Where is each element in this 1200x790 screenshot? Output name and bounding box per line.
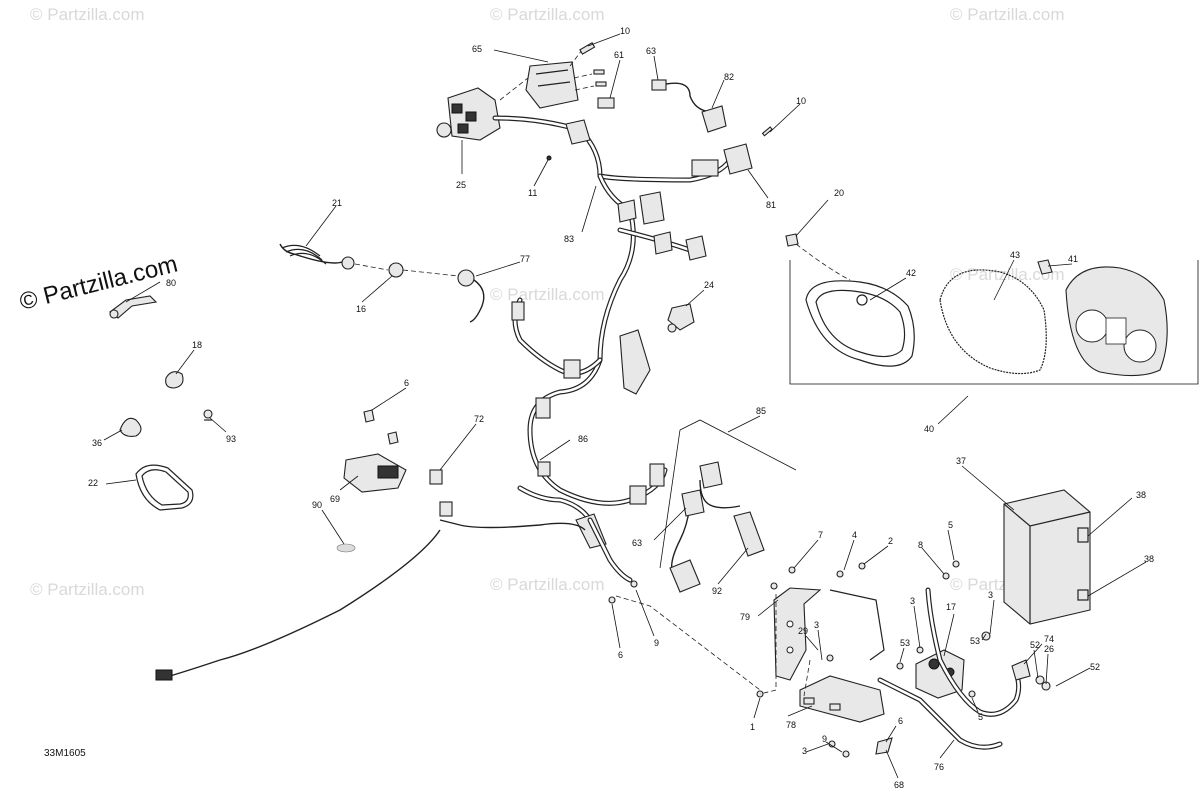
callout-42: 42 — [906, 268, 916, 278]
callout-82: 82 — [724, 72, 734, 82]
watermark: © Partzilla.com — [490, 575, 605, 594]
hardware — [608, 560, 1045, 758]
callout-53: 53 — [900, 638, 910, 648]
callout-26: 26 — [1044, 644, 1054, 654]
callout-3: 3 — [802, 746, 807, 756]
cable-76 — [877, 587, 1051, 750]
callout-6: 6 — [618, 650, 623, 660]
callout-43: 43 — [1010, 250, 1020, 260]
callout-3: 3 — [910, 596, 915, 606]
callout-63: 63 — [632, 538, 642, 548]
callout-7: 7 — [818, 530, 823, 540]
grommet-36 — [119, 417, 142, 437]
callout-77: 77 — [520, 254, 530, 264]
callout-22: 22 — [88, 478, 98, 488]
callout-63: 63 — [646, 46, 656, 56]
callout-37: 37 — [956, 456, 966, 466]
callout-6: 6 — [404, 378, 409, 388]
callout-90: 90 — [312, 500, 322, 510]
clip-93 — [203, 409, 213, 421]
callout-65: 65 — [472, 44, 482, 54]
callout-29: 29 — [798, 626, 808, 636]
sub-harness-85 — [659, 419, 797, 593]
callout-52: 52 — [1090, 662, 1100, 672]
bracket-78 — [799, 589, 885, 723]
callout-9: 9 — [822, 734, 827, 744]
callout-92: 92 — [712, 586, 722, 596]
callout-21: 21 — [332, 198, 342, 208]
connector-82 — [665, 82, 727, 133]
callout-68: 68 — [894, 780, 904, 790]
main-harness — [511, 191, 707, 583]
switch-housing — [436, 42, 607, 141]
callout-76: 76 — [934, 762, 944, 772]
relay-63 — [651, 79, 667, 91]
callout-38: 38 — [1136, 490, 1146, 500]
tether-cord — [279, 243, 485, 323]
callout-20: 20 — [834, 188, 844, 198]
callout-41: 41 — [1068, 254, 1078, 264]
callout-6: 6 — [898, 716, 903, 726]
callout-10: 10 — [620, 26, 630, 36]
callout-40: 40 — [924, 424, 934, 434]
ecu-37 — [1003, 489, 1091, 625]
watermark: © Partzilla.com — [30, 580, 145, 599]
callout-3: 3 — [814, 620, 819, 630]
watermark: © Partzilla.com — [950, 5, 1065, 24]
connector-72 — [429, 469, 443, 485]
harness-upper — [492, 115, 773, 213]
callout-81: 81 — [766, 200, 776, 210]
callout-2: 2 — [888, 536, 893, 546]
watermark: © Partzilla.com — [490, 285, 605, 304]
callout-8: 8 — [918, 540, 923, 550]
bracket-79 — [773, 587, 822, 681]
diagram-code: 33M1605 — [44, 748, 86, 759]
callout-18: 18 — [192, 340, 202, 350]
callout-4: 4 — [852, 530, 857, 540]
callout-9: 9 — [654, 638, 659, 648]
callouts: 10 65 61 63 82 10 25 11 83 81 20 21 77 8… — [88, 26, 1154, 790]
callout-86: 86 — [578, 434, 588, 444]
callout-3: 3 — [988, 590, 993, 600]
relay-61 — [597, 97, 615, 109]
callout-85: 85 — [756, 406, 766, 416]
watermark: © Partzilla.com — [30, 5, 145, 24]
grommet-18 — [165, 371, 184, 389]
callout-78: 78 — [786, 720, 796, 730]
callout-79: 79 — [740, 612, 750, 622]
callout-93: 93 — [226, 434, 236, 444]
callout-11: 11 — [528, 188, 537, 198]
lead-wire-90 — [155, 501, 586, 681]
switch-69 — [343, 409, 407, 493]
callout-16: 16 — [356, 304, 366, 314]
callout-36: 36 — [92, 438, 102, 448]
callout-10: 10 — [796, 96, 806, 106]
callout-83: 83 — [564, 234, 574, 244]
callout-52: 52 — [1030, 640, 1040, 650]
watermark: © Partzilla.com — [490, 5, 605, 24]
leader-lines — [103, 33, 1147, 779]
callout-1: 1 — [750, 722, 755, 732]
watermark-main: © Partzilla.com — [17, 251, 180, 316]
bracket-24 — [667, 303, 695, 333]
callout-80: 80 — [166, 278, 176, 288]
callout-53: 53 — [970, 636, 980, 646]
gasket-22 — [135, 464, 194, 511]
bracket-80 — [109, 295, 158, 319]
callout-69: 69 — [330, 494, 340, 504]
callout-72: 72 — [474, 414, 484, 424]
callout-17: 17 — [946, 602, 956, 612]
callout-61: 61 — [614, 50, 624, 60]
callout-25: 25 — [456, 180, 466, 190]
callout-5: 5 — [948, 520, 953, 530]
callout-38: 38 — [1144, 554, 1154, 564]
callout-74: 74 — [1044, 634, 1054, 644]
callout-5: 5 — [978, 712, 983, 722]
callout-24: 24 — [704, 280, 714, 290]
gauge-group — [785, 233, 1199, 385]
